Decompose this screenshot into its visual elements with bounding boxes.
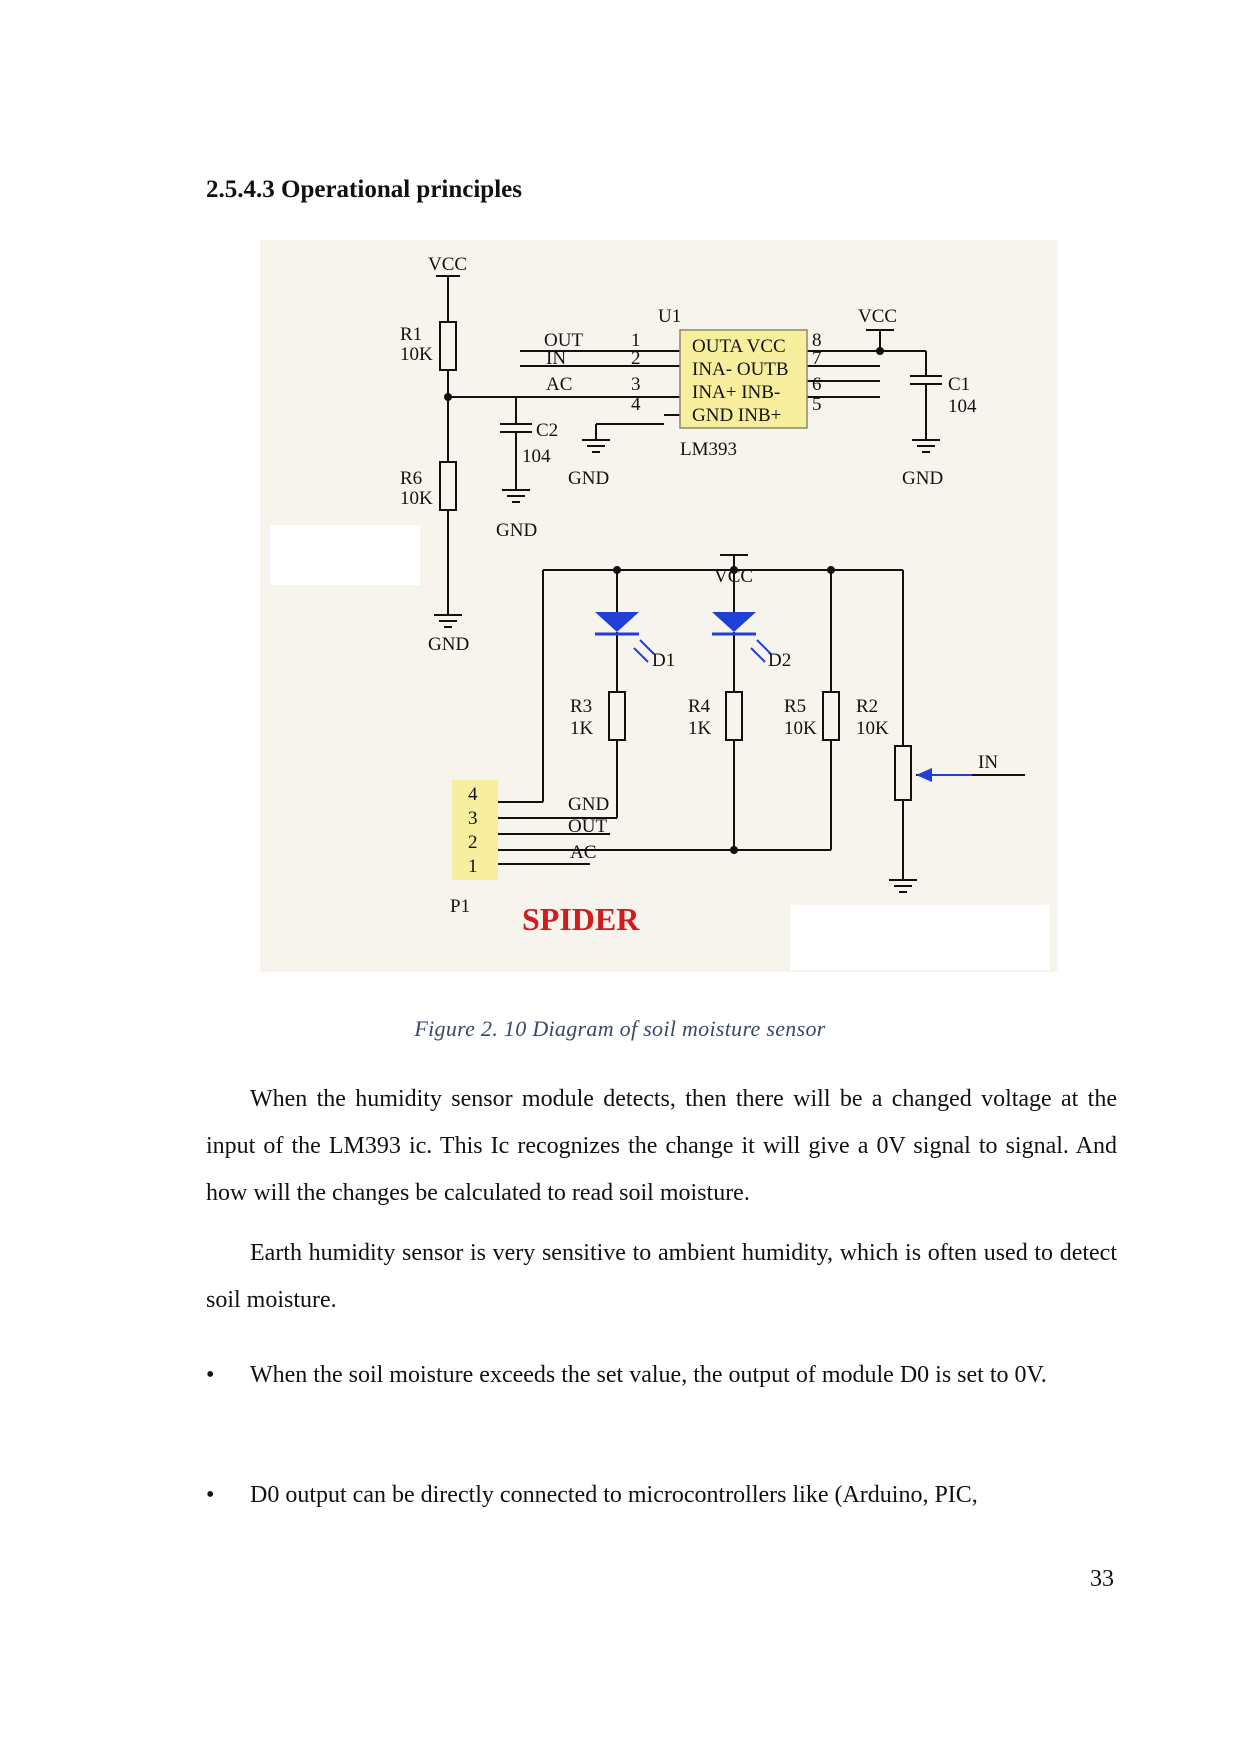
label-pin-4: 4 xyxy=(631,394,641,415)
resistor-r3 xyxy=(608,691,626,741)
label-net-in: IN xyxy=(546,348,566,369)
label-d1: D1 xyxy=(652,650,675,671)
label-net-ac: AC xyxy=(546,374,572,395)
label-r4-value: 1K xyxy=(688,718,712,739)
ground-symbol xyxy=(434,614,462,628)
label-gnd: GND xyxy=(568,468,609,489)
label-r6-value: 10K xyxy=(400,488,433,509)
label-pin-1: 1 xyxy=(631,330,641,351)
resistor-r6 xyxy=(439,461,457,511)
label-vcc-bottom: VCC xyxy=(714,566,753,587)
resistors xyxy=(439,321,912,801)
label-u1: U1 xyxy=(658,306,681,327)
section-heading: 2.5.4.3 Operational principles xyxy=(206,176,522,203)
label-p1: P1 xyxy=(450,896,470,917)
label-pin-6: 6 xyxy=(812,374,822,395)
page-number: 33 xyxy=(1090,1566,1114,1592)
ground-symbol xyxy=(889,879,917,893)
figure-blank-patch xyxy=(270,525,420,585)
label-in: IN xyxy=(978,752,998,773)
label-r2: R2 xyxy=(856,696,878,717)
wiper-arrow-icon xyxy=(916,768,932,782)
label-p1-pin-2: 2 xyxy=(468,832,478,853)
figure-caption: Figure 2. 10 Diagram of soil moisture se… xyxy=(414,1016,826,1041)
ic-u1-body xyxy=(679,329,808,429)
label-pin-3: 3 xyxy=(631,374,641,395)
label-ic-row-3: INA+ INB- xyxy=(692,382,780,403)
junctions xyxy=(444,347,884,854)
label-r3: R3 xyxy=(570,696,592,717)
label-vcc-top: VCC xyxy=(428,254,467,275)
label-p1-pin-3: 3 xyxy=(468,808,478,829)
label-ic-row-4: GND INB+ xyxy=(692,405,781,426)
ground-symbol xyxy=(912,439,940,453)
bullet-dot-icon: • xyxy=(206,1482,215,1508)
label-u1-part: LM393 xyxy=(680,439,737,460)
label-r1: R1 xyxy=(400,324,422,345)
led-d1 xyxy=(595,612,655,663)
circuit-svg: VCC R1 10K R6 10K GND C2 104 GND GND OUT… xyxy=(260,240,1057,972)
figure-background xyxy=(260,240,1057,972)
label-ic-row-2: INA- OUTB xyxy=(692,359,789,380)
label-c2-value: 104 xyxy=(522,446,551,467)
potentiometer-r2 xyxy=(894,745,912,801)
label-r6: R6 xyxy=(400,468,422,489)
circuit-diagram: VCC R1 10K R6 10K GND C2 104 GND GND OUT… xyxy=(260,240,1057,972)
bullet-text: When the soil moisture exceeds the set v… xyxy=(250,1362,1047,1388)
label-r5: R5 xyxy=(784,696,806,717)
label-pin-7: 7 xyxy=(812,348,822,369)
ground-symbols xyxy=(434,439,940,893)
label-pin-2: 2 xyxy=(631,348,641,369)
label-d2: D2 xyxy=(768,650,791,671)
label-r3-value: 1K xyxy=(570,718,594,739)
label-r5-value: 10K xyxy=(784,718,817,739)
bullet-text: D0 output can be directly connected to m… xyxy=(250,1482,978,1508)
label-p1-pin-4: 4 xyxy=(468,784,478,805)
connector-p1-body xyxy=(452,780,498,880)
label-p1-gnd: GND xyxy=(568,794,609,815)
label-c2: C2 xyxy=(536,420,558,441)
label-p1-ac: AC xyxy=(570,842,596,863)
label-gnd: GND xyxy=(902,468,943,489)
body-paragraph: When the humidity sensor module detects,… xyxy=(206,1086,1117,1206)
ground-symbol xyxy=(582,439,610,453)
label-gnd: GND xyxy=(428,634,469,655)
label-vcc-right: VCC xyxy=(858,306,897,327)
label-c1: C1 xyxy=(948,374,970,395)
label-p1-out: OUT xyxy=(568,816,607,837)
capacitors xyxy=(500,375,942,433)
wires xyxy=(436,275,1025,880)
resistor-r1 xyxy=(439,321,457,371)
label-ic-row-1: OUTA VCC xyxy=(692,336,786,357)
label-c1-value: 104 xyxy=(948,396,977,417)
label-r1-value: 10K xyxy=(400,344,433,365)
brand-spider: SPIDER xyxy=(522,901,640,937)
resistor-r4 xyxy=(725,691,743,741)
label-p1-pin-1: 1 xyxy=(468,856,478,877)
bullet-dot-icon: • xyxy=(206,1362,215,1388)
label-r4: R4 xyxy=(688,696,711,717)
resistor-r5 xyxy=(822,691,840,741)
label-pin-8: 8 xyxy=(812,330,822,351)
body-paragraph: Earth humidity sensor is very sensitive … xyxy=(206,1240,1117,1313)
label-pin-5: 5 xyxy=(812,394,822,415)
ground-symbol xyxy=(502,489,530,503)
label-gnd: GND xyxy=(496,520,537,541)
figure-blank-patch xyxy=(790,905,1050,970)
label-r2-value: 10K xyxy=(856,718,889,739)
led-d2 xyxy=(712,612,772,663)
label-net-out: OUT xyxy=(544,330,583,351)
